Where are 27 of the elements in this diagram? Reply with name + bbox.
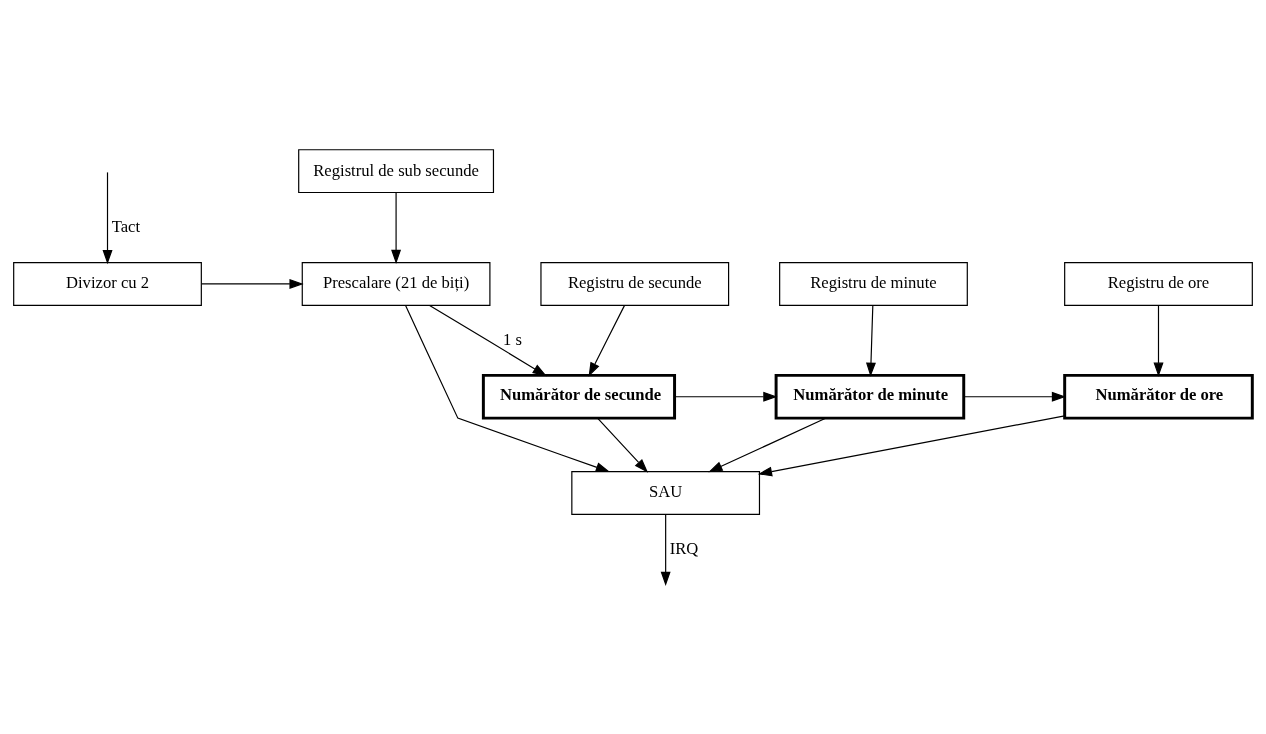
arrow: [866, 304, 876, 377]
arrow: [757, 414, 1066, 476]
node-box: Registru de secunde: [540, 261, 730, 306]
edge-label: 1 s: [503, 329, 522, 349]
node-box: Numărător de secunde: [481, 373, 677, 420]
node-box: Registru de minute: [779, 261, 968, 306]
arrow: [660, 513, 671, 586]
arrow: [102, 171, 113, 264]
arrow: [708, 417, 827, 472]
arrow: [429, 304, 547, 376]
arrow: [597, 417, 649, 473]
node-box: Numărător de minute: [774, 373, 966, 420]
node-box: Registrul de sub secunde: [298, 148, 495, 193]
edge-label: Tact: [111, 216, 141, 236]
arrow: [963, 391, 1067, 402]
arrow: [1153, 304, 1164, 377]
arrow: [404, 304, 610, 472]
arrow: [391, 191, 402, 264]
node-box: Registru de ore: [1064, 261, 1253, 306]
arrow: [201, 278, 304, 289]
node-box: SAU: [571, 470, 761, 515]
node-box: Prescalare (21 de biți): [301, 261, 491, 306]
arrow: [588, 304, 626, 377]
edge-label: IRQ: [669, 538, 699, 558]
arrow: [674, 391, 778, 402]
node-box: Numărător de ore: [1063, 373, 1254, 420]
node-box: Divizor cu 2: [13, 261, 202, 306]
